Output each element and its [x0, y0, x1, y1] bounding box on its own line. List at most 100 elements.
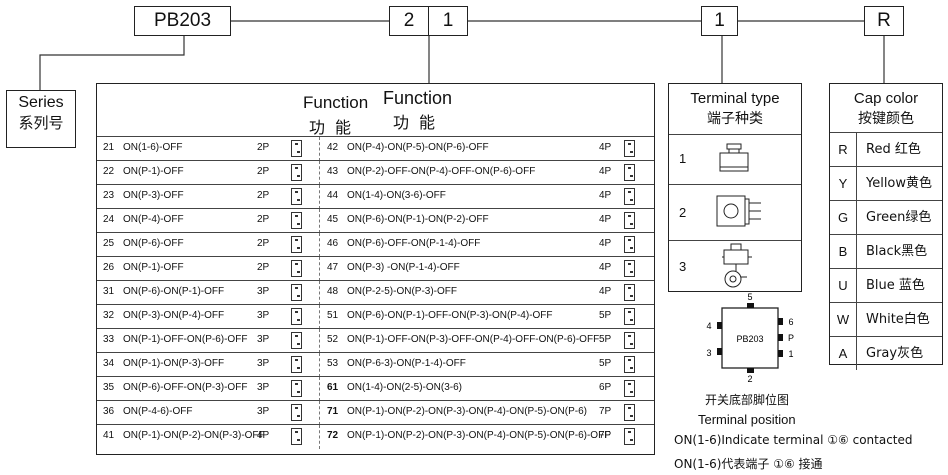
cap-color-name: Gray灰色	[866, 346, 924, 361]
function-number: 31	[103, 286, 115, 297]
function-code: ON(P-1)-ON(P-2)-ON(P-3)-ON(P-4)-ON(P-5)-…	[347, 406, 587, 417]
function-pin-count: 5P	[599, 310, 612, 321]
function-code: ON(P-2)-OFF-ON(P-4)-OFF-ON(P-6)-OFF	[347, 166, 536, 177]
cap-color-row: A Gray灰色	[830, 336, 942, 370]
series-code-box: PB203	[134, 6, 231, 36]
pin-diagram-icon	[624, 308, 635, 325]
function-code: ON(P-4)-OFF	[123, 214, 184, 225]
function-pin-count: 2P	[257, 190, 270, 201]
function-row-divider	[319, 185, 320, 209]
function-code: ON(P-1)-OFF	[123, 166, 184, 177]
function-code: ON(P-2-5)-ON(P-3)-OFF	[347, 286, 457, 297]
function-number: 33	[103, 334, 115, 345]
function-number: 48	[327, 286, 339, 297]
function-code: ON(P-1)-ON(P-2)-ON(P-3)-ON(P-4)-ON(P-5)-…	[347, 430, 611, 441]
terminal-position-caption-en: Terminal position	[698, 412, 796, 427]
series-code: PB203	[153, 10, 212, 31]
terminal-note-en: ON(1-6)Indicate terminal ①⑥ contacted	[674, 433, 913, 447]
function-number: 52	[327, 334, 339, 345]
terminal-pin-type-2-icon	[716, 195, 761, 227]
terminal-type-title-en: Terminal type	[690, 90, 780, 107]
function-pin-count: 4P	[257, 430, 270, 441]
cap-color-code: A	[830, 337, 857, 370]
terminal-pin-label: 5	[747, 292, 752, 302]
function-row-divider	[319, 401, 320, 425]
terminal-type-row: 3	[669, 240, 801, 292]
terminal-position-diagram: PB203 5 2 4 3 6 P 1	[706, 292, 794, 384]
function-number: 34	[103, 358, 115, 369]
function-number: 23	[103, 190, 115, 201]
terminal-pin-type-1-icon	[719, 143, 749, 172]
terminal-type-row: 1	[669, 134, 801, 184]
function-code-b: 1	[442, 10, 454, 31]
function-pin-count: 3P	[257, 382, 270, 393]
cap-color-name: White白色	[866, 312, 930, 327]
pin-diagram-icon	[624, 236, 635, 253]
pin-diagram-icon	[291, 236, 302, 253]
pin-diagram-icon	[624, 380, 635, 397]
terminal-code: 1	[714, 10, 725, 31]
pin-diagram-icon	[624, 188, 635, 205]
function-code: ON(1-4)-ON(3-6)-OFF	[347, 190, 446, 201]
function-code: ON(P-4-6)-OFF	[123, 406, 193, 417]
pin-diagram-icon	[624, 284, 635, 301]
function-row-divider	[319, 425, 320, 449]
function-row-divider	[319, 353, 320, 377]
pin-diagram-icon	[624, 356, 635, 373]
series-label-en: Series	[18, 94, 64, 111]
color-code-box: R	[864, 6, 904, 36]
function-code: ON(P-3)-ON(P-4)-OFF	[123, 310, 225, 321]
pin-diagram-icon	[624, 428, 635, 445]
function-number: 32	[103, 310, 115, 321]
terminal-pin-label: 2	[747, 374, 752, 384]
function-number: 26	[103, 262, 115, 273]
cap-color-name: Blue 蓝色	[866, 278, 925, 293]
color-code: R	[877, 10, 891, 31]
cap-color-name: Black黑色	[866, 244, 928, 259]
function-pin-count: 2P	[257, 238, 270, 249]
pin-diagram-icon	[291, 332, 302, 349]
terminal-type-row: 2	[669, 184, 801, 240]
function-code: ON(P-1)-OFF-ON(P-3)-OFF-ON(P-4)-OFF-ON(P…	[347, 334, 600, 345]
function-row-divider	[319, 377, 320, 401]
function-code: ON(P-6)-OFF	[123, 238, 184, 249]
function-pin-count: 3P	[257, 406, 270, 417]
function-code: ON(P-6)-ON(P-1)-OFF-ON(P-3)-ON(P-4)-OFF	[347, 310, 553, 321]
function-pin-count: 3P	[257, 310, 270, 321]
function-row-divider	[319, 305, 320, 329]
function-row-divider	[319, 233, 320, 257]
function-code: ON(P-6)-OFF-ON(P-1-4)-OFF	[347, 238, 481, 249]
function-pin-count: 7P	[599, 406, 612, 417]
function-pin-count: 3P	[257, 334, 270, 345]
function-number: 42	[327, 142, 339, 153]
pin-diagram-icon	[624, 140, 635, 157]
function-pin-count: 3P	[257, 358, 270, 369]
function-pin-count: 2P	[257, 166, 270, 177]
function-code: ON(P-1)-ON(P-2)-ON(P-3)-OFF	[123, 430, 265, 441]
cap-color-code: G	[830, 201, 857, 234]
function-title-cn-2: 功能	[393, 113, 446, 132]
pin-diagram-icon	[624, 260, 635, 277]
function-pin-count: 6P	[599, 382, 612, 393]
pin-diagram-icon	[291, 212, 302, 229]
function-row-divider	[319, 137, 320, 161]
function-title-en-1: Function	[303, 93, 369, 112]
function-code: ON(P-3) -ON(P-1-4)-OFF	[347, 262, 460, 273]
function-code: ON(P-4)-ON(P-5)-ON(P-6)-OFF	[347, 142, 489, 153]
pin-diagram-icon	[291, 404, 302, 421]
function-pin-count: 4P	[599, 214, 612, 225]
pin-diagram-icon	[291, 308, 302, 325]
function-code: ON(1-6)-OFF	[123, 142, 183, 153]
function-pin-count: 5P	[599, 358, 612, 369]
terminal-pin-label: 3	[706, 348, 711, 358]
